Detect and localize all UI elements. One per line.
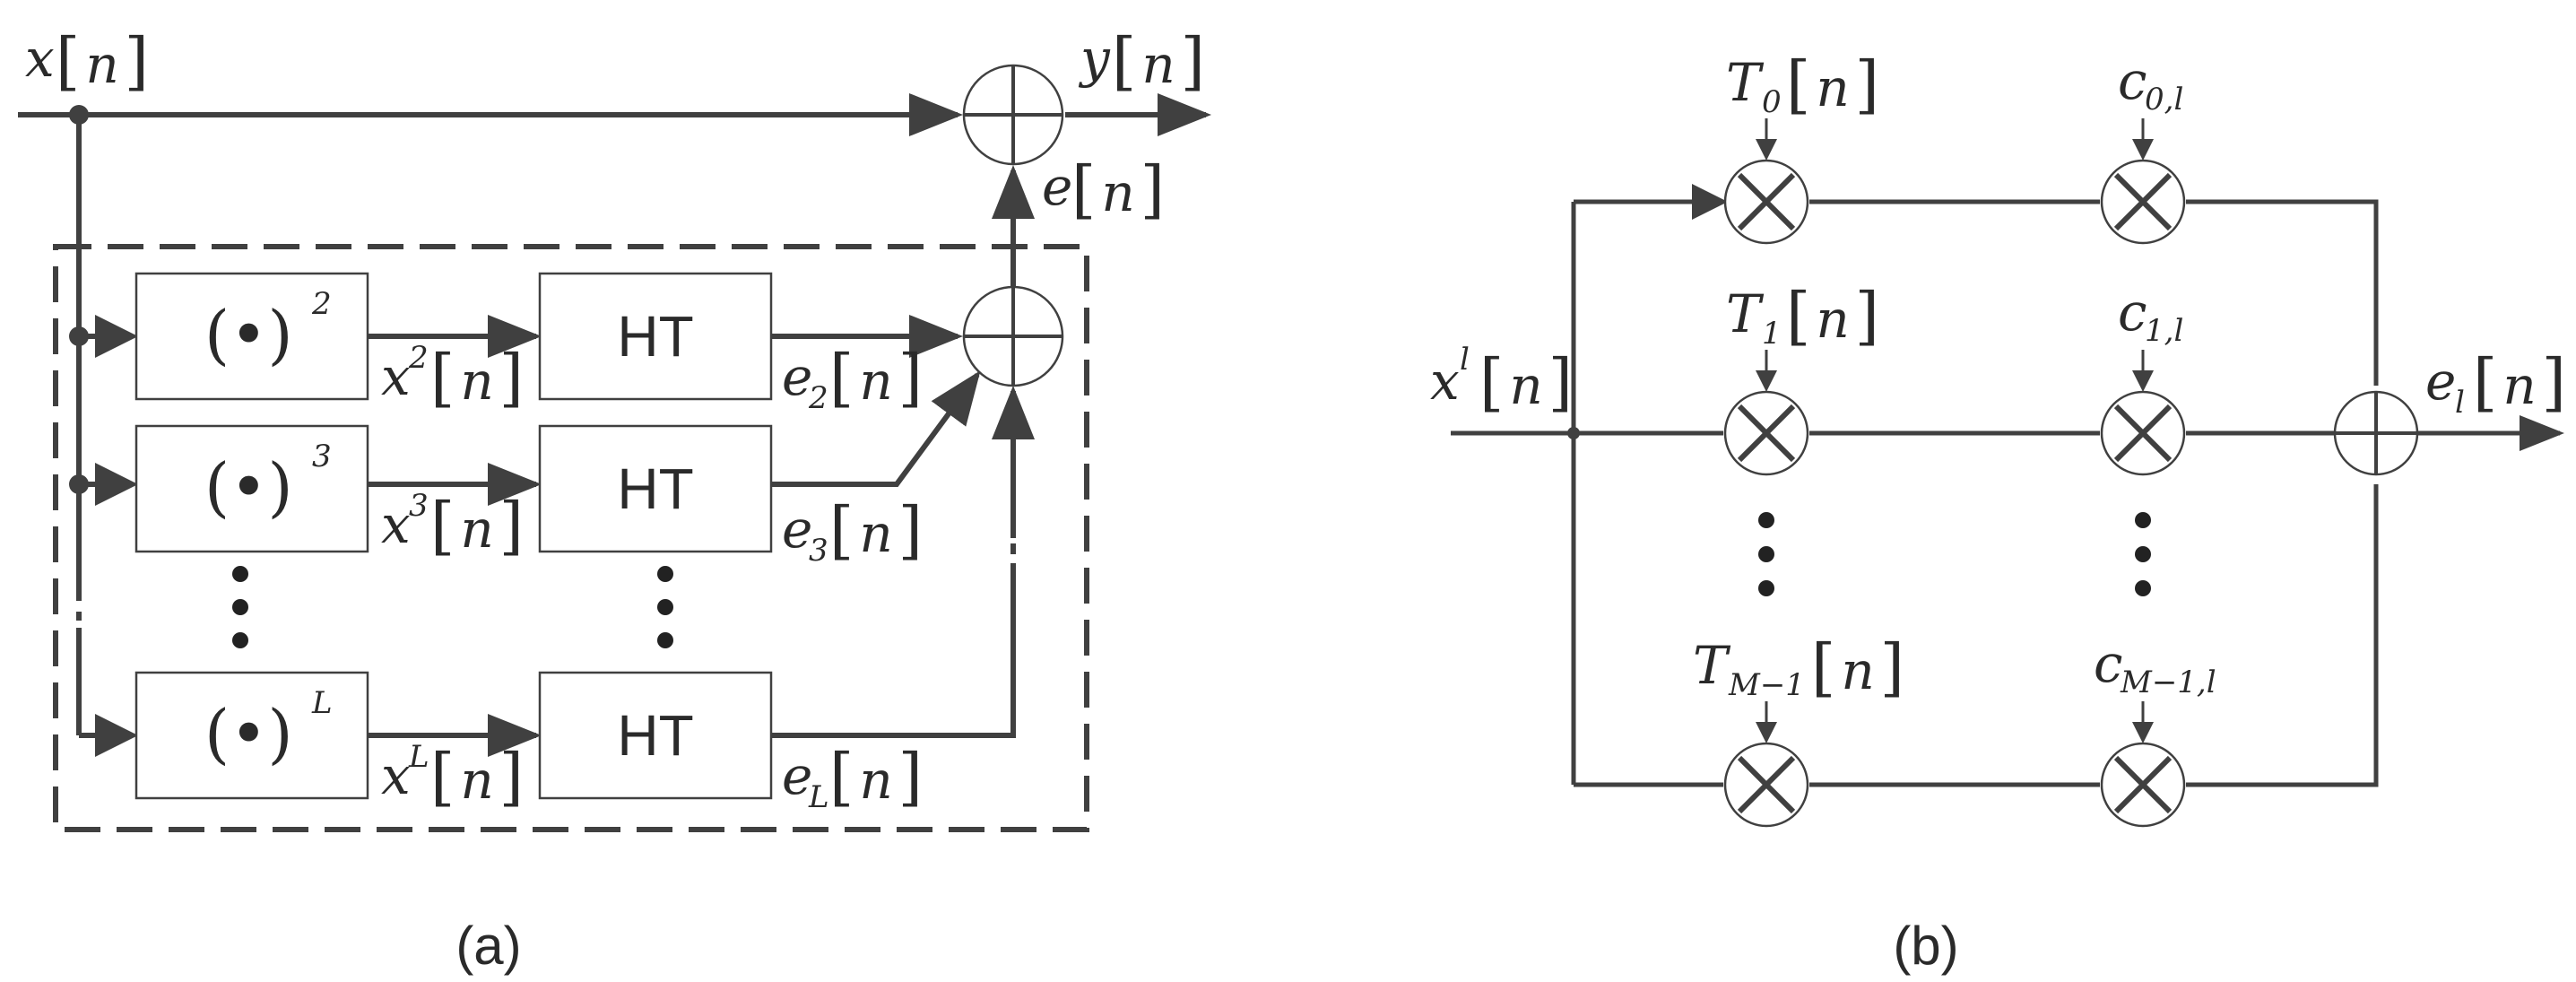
ht-input-label-3: x [381,494,411,555]
b-multiplier-c0 [2100,159,2186,245]
ht-input-label-L: x [381,745,411,806]
b-output-label-sub: l [2455,385,2465,421]
b-multiplier-t0 [1723,159,1809,245]
svg-text:(•): (•) [204,297,293,372]
b-c0-label: c [2118,50,2147,111]
caption-a: (a) [455,916,521,976]
ht-box-L: HT [538,671,773,800]
ht-input-label-L-arg: n [460,750,493,811]
ht-output-label-L-brackets: [n] [829,740,923,813]
ht-input-label-L-brackets: [n] [430,740,524,813]
b-multiplier-t1 [1723,390,1809,476]
b-output-label: e [2425,351,2456,412]
ht-input-label-2-brackets: [n] [430,341,524,414]
b-ellipsis-dots-c [2135,512,2151,596]
summing-node-top [962,64,1064,166]
b-c1-label-sub: 1,l [2145,313,2183,349]
power-box-2: (•) 2 [134,272,369,401]
b-multiplier-c1 [2100,390,2186,476]
ht-box-2: HT [538,272,773,401]
power-box-3: (•) 3 [134,424,369,553]
ht-input-label-2: x [381,346,411,407]
dashed-enclosure [53,244,1089,832]
ht-output-label-L: e [782,745,812,806]
ht-input-label-2-arg: n [460,351,493,412]
ht-output-label-2-sub: 2 [808,380,828,416]
b-c1-label: c [2118,282,2147,343]
ht-box-3: HT [538,424,773,553]
ht-box-L-label: HT [617,703,693,768]
b-t0-label-sub: 0 [1762,84,1782,120]
ht-input-label-3-arg: n [460,499,493,560]
summing-node-inner [962,285,1064,387]
b-multiplier-tM [1723,742,1809,828]
power-box-L: (•) L [134,671,369,800]
ht-box-3-label: HT [617,456,693,521]
b-t0-label-brackets: [n] [1786,48,1879,121]
arrow-e3-to-sum [771,370,981,487]
b-row0-to-sum [2186,199,2379,386]
power-box-L-exponent: L [311,685,333,721]
path-eL-up [771,574,1016,738]
ht-output-label-3-sub: 3 [809,533,828,569]
b-t1-label-sub: 1 [1762,316,1782,352]
ht-input-label-L-sup: L [408,739,429,775]
svg-text:(•): (•) [204,449,293,525]
b-input-label-brackets: [n] [1479,345,1573,419]
b-c0-label-sub: 0,l [2145,82,2183,117]
input-label-x-brackets: [n] [56,24,149,98]
error-label-e-brackets: [n] [1071,152,1165,226]
ht-output-label-3-brackets: [n] [829,493,923,567]
b-t1-label: T [1726,283,1765,344]
power-box-2-exponent: 2 [311,286,332,322]
ht-input-label-3-sup: 3 [409,488,429,524]
ht-output-label-2-brackets: [n] [829,341,923,414]
output-label-y: y [1078,28,1111,89]
b-t1-label-brackets: [n] [1786,279,1879,352]
ht-input-label-3-brackets: [n] [430,489,524,562]
b-rowM-to-sum [2186,484,2379,787]
caption-b: (b) [1893,916,1958,976]
b-multiplier-cM [2100,742,2186,828]
power-box-L-operator: (•) [204,696,293,771]
b-input-label: x [1430,351,1460,412]
ht-box-2-label: HT [617,304,693,369]
b-tM-label-sub: M−1 [1728,667,1805,703]
panel-b: T 0 [n] T 1 [n] T M−1 [n] c 0,l c 1,l c … [1430,48,2566,976]
power-box-3-exponent: 3 [312,439,332,474]
b-output-label-brackets: [n] [2473,345,2566,419]
b-cM-label-sub: M−1,l [2120,665,2216,700]
ht-input-label-2-sup: 2 [408,340,429,376]
power-box-2-operator: (•) [204,297,293,372]
b-summing-node [2333,390,2419,476]
input-label-x: x [25,28,55,89]
error-label-e: e [1042,156,1072,217]
panel-a: (•) 2 (•) 3 (•) L x 2 [n] x 3 [n] x L [n… [18,24,1211,976]
output-label-y-brackets: [n] [1112,24,1205,98]
b-cM-label: c [2094,633,2122,694]
power-box-3-operator: (•) [204,449,293,525]
svg-text:(•): (•) [204,696,293,771]
b-input-label-sup: l [1460,342,1470,378]
ht-output-label-L-sub: L [808,779,829,815]
b-tM-label: T [1693,635,1731,696]
ht-output-label-3: e [782,499,812,560]
ellipsis-dots-power [232,566,248,648]
b-t0-label: T [1726,52,1765,113]
b-tM-label-brackets: [n] [1811,630,1904,704]
ellipsis-dots-ht [657,566,673,648]
ht-output-label-2: e [782,346,812,407]
b-ellipsis-dots-t [1758,512,1774,596]
